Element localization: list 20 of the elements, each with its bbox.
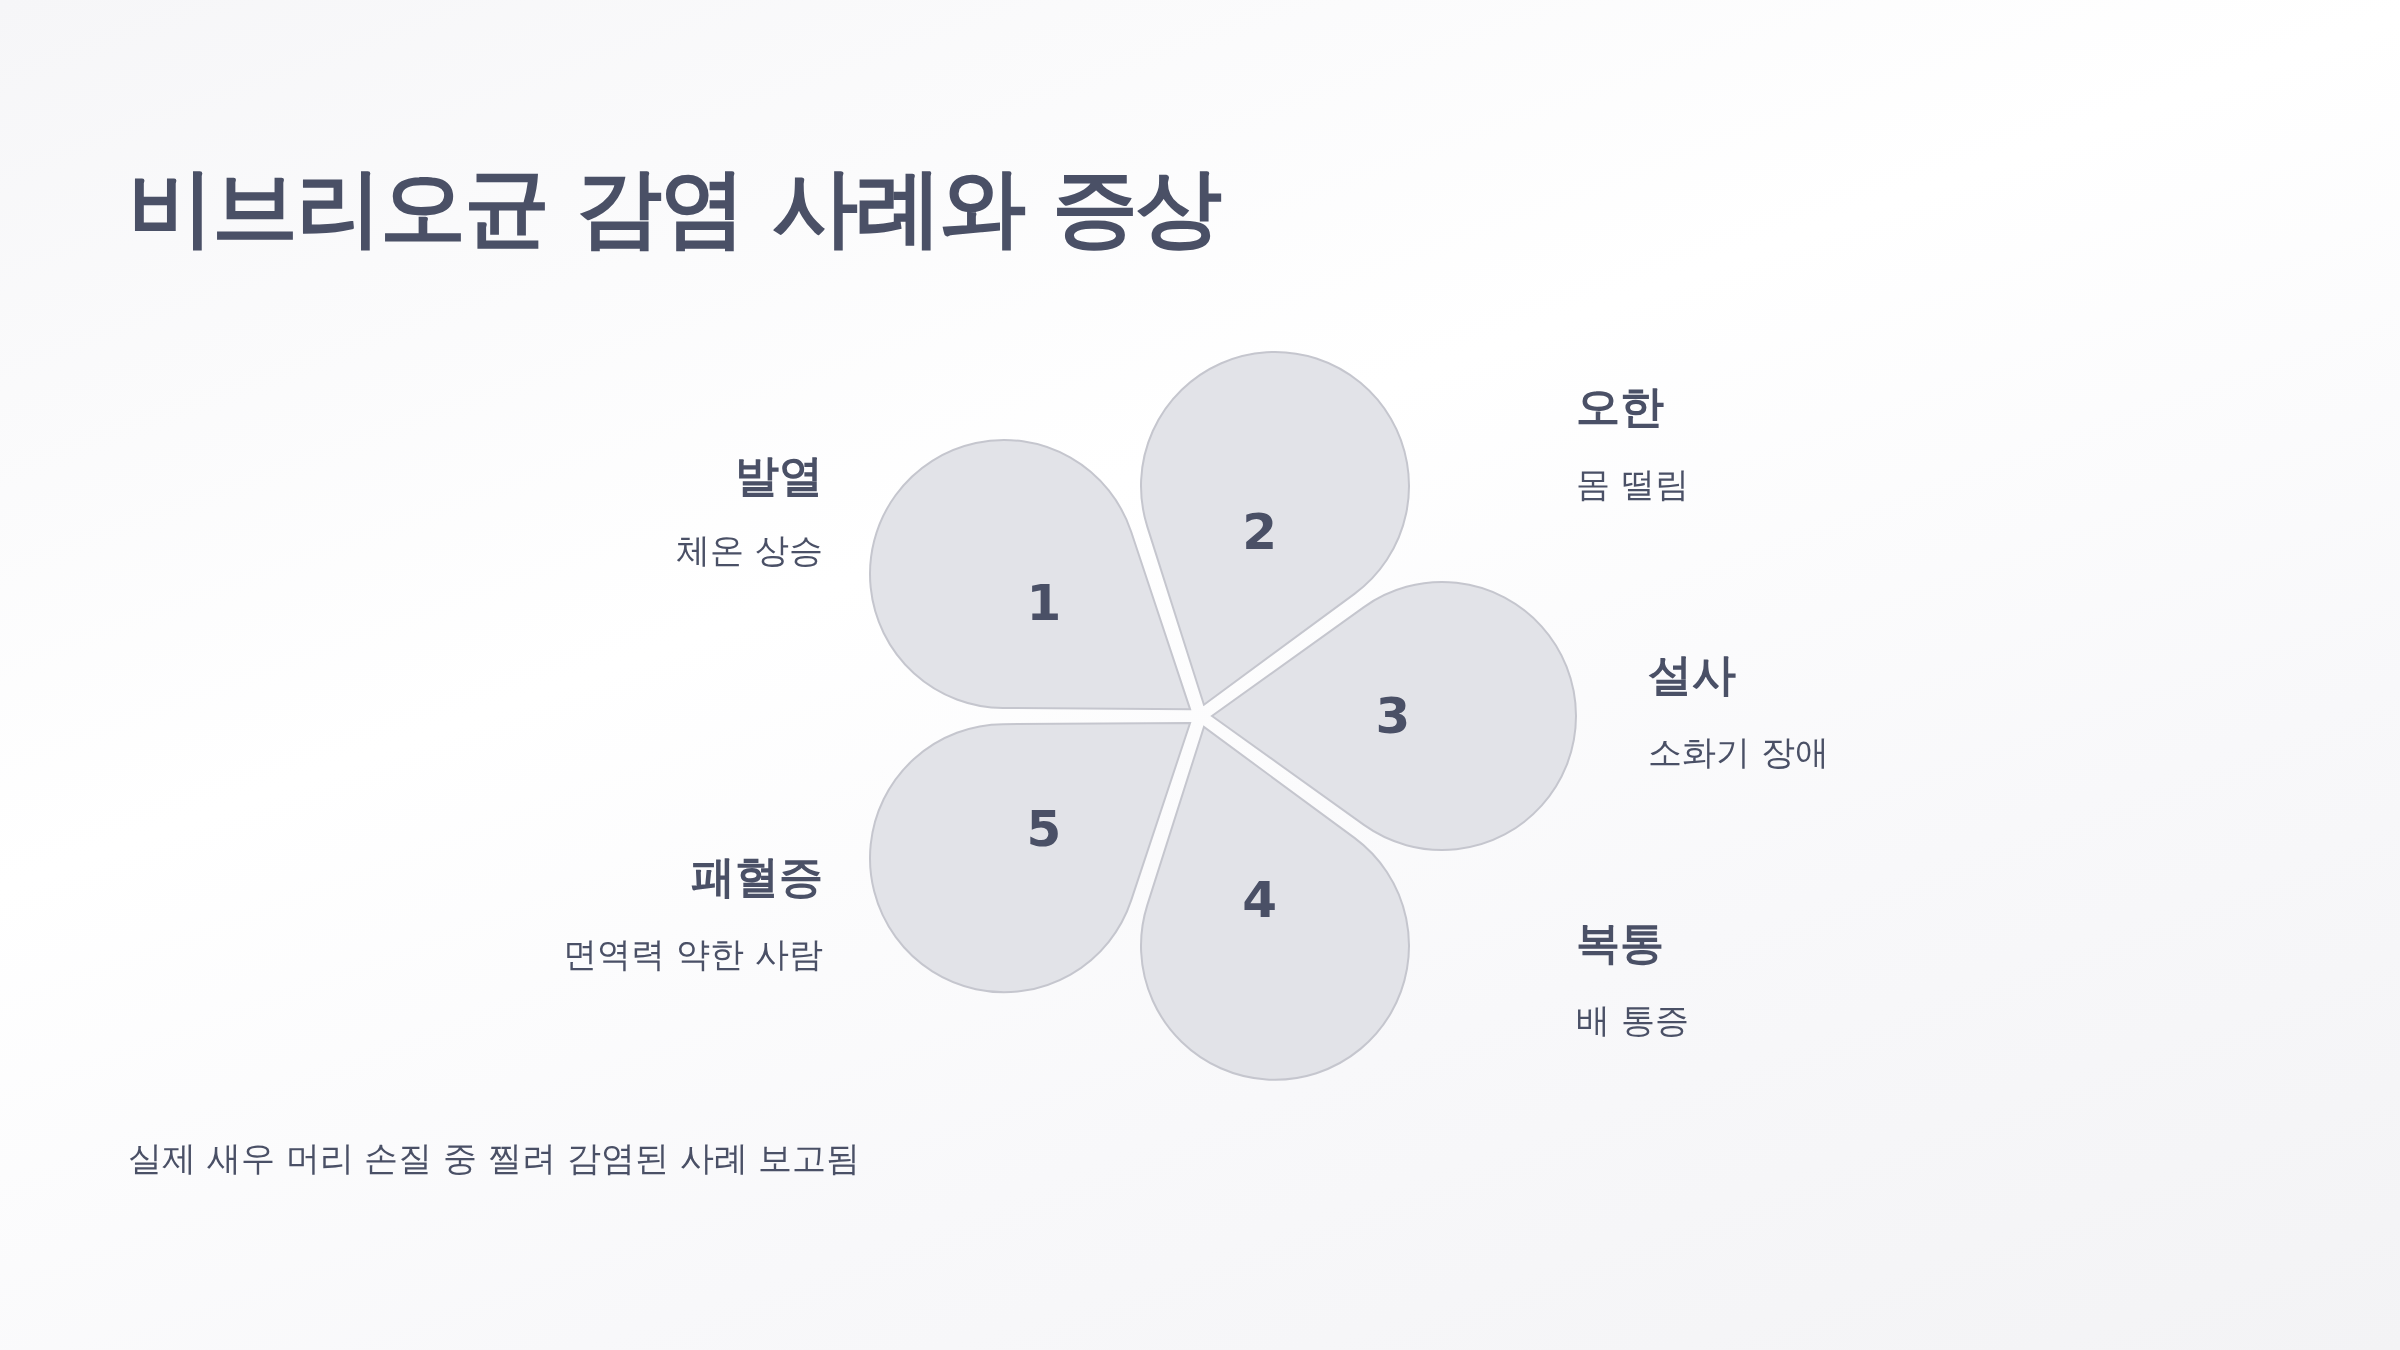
petal-number: 5 [1026, 800, 1062, 859]
symptom-description: 소화기 장애 [1648, 731, 1829, 774]
symptom-description: 면역력 약한 사람 [563, 933, 823, 976]
symptom-heading: 오한 [1576, 379, 1664, 434]
symptom-heading: 패혈증 [691, 849, 823, 904]
petal-number: 3 [1375, 687, 1411, 745]
symptom-heading: 복통 [1576, 915, 1664, 970]
petal-number: 2 [1242, 503, 1277, 562]
symptom-description: 몸 떨림 [1576, 463, 1689, 506]
petal-number: 1 [1026, 573, 1062, 632]
petal-shape [870, 439, 1191, 709]
symptom-description: 배 통증 [1576, 999, 1689, 1042]
petal-shape [870, 723, 1191, 993]
caption: 실제 새우 머리 손질 중 찔려 감염된 사례 보고됨 [128, 1137, 861, 1180]
symptom-description: 체온 상승 [676, 529, 823, 572]
petal-shape [1212, 582, 1576, 850]
symptom-heading: 발열 [735, 448, 823, 503]
title: 비브리오균 감염 사례와 증상 [128, 156, 1220, 259]
symptom-heading: 설사 [1648, 647, 1736, 702]
petal-number: 4 [1242, 870, 1277, 929]
